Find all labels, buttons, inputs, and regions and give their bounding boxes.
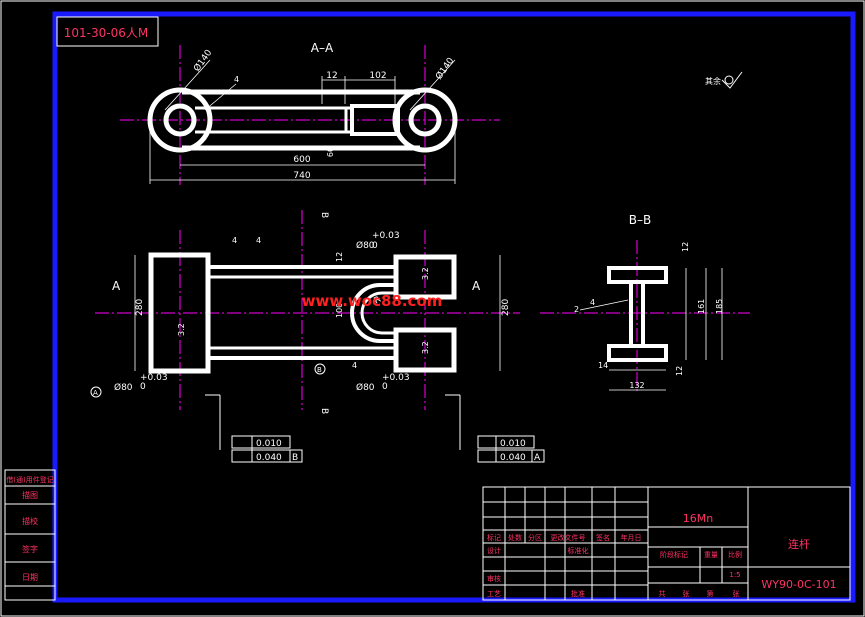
dim-280-left: 280 [135, 299, 145, 316]
dim-d140-left: Ø140 [191, 47, 214, 73]
dim-d80-left: Ø80 [114, 382, 133, 393]
roughness-circle-icon [724, 75, 734, 85]
tol-bot-lower: 0 [382, 382, 388, 392]
row-process: 工艺 [487, 590, 501, 598]
weight-label: 重量 [704, 551, 718, 559]
dim-12b: 12 [675, 366, 684, 376]
sheet-cell: 张 [733, 589, 740, 598]
dim-600: 600 [293, 155, 310, 165]
dim-102: 102 [369, 71, 386, 81]
dim-60: 60 [326, 147, 335, 157]
dim-d140-right: Ø140 [433, 55, 456, 81]
weld-4-top-b: 4 [256, 236, 261, 245]
strip-label: 描图 [22, 490, 38, 500]
sheet-cell: 共 [659, 589, 666, 598]
weld-side-4: 4 [590, 298, 595, 307]
strip-label: 日期 [22, 573, 38, 582]
view-front: 280 280 A A B B +0.03 0 Ø80 12 100 R 3.2… [90, 210, 520, 414]
datum-b-label: B [317, 366, 322, 374]
sheet-cell: 张 [683, 589, 690, 598]
weld-4-bottom: 4 [352, 361, 357, 370]
title-block: 标记 处数 分区 更改文件号 签名 年月日 设计 标准化 审核 工艺 批准 16… [482, 486, 851, 601]
weld-4-top: 4 [232, 236, 237, 245]
roughness-3-2-c: 3.2 [177, 323, 186, 336]
side-strip: 借(通)用件登记 描图 描校 签字 日期 [4, 469, 56, 601]
part-name: 连杆 [788, 537, 810, 551]
section-aa-label: A–A [311, 41, 334, 55]
section-mark-a-right: A [472, 279, 481, 293]
roughness-3-2-b: 3.2 [421, 341, 430, 354]
drawing-frame [52, 11, 856, 603]
tolerance-frame-left: 0.010 0.040 B [205, 394, 303, 463]
dim-d80-top: Ø80 [356, 240, 375, 251]
view-bb: B–B 12 161 185 12 14 132 2 4 [540, 213, 750, 392]
weld-side-2: 2 [574, 305, 579, 314]
tol-value: 0.040 [256, 453, 282, 463]
section-mark-b-bot: B [319, 408, 329, 414]
datum-a-symbol [90, 386, 102, 398]
row-design: 设计 [487, 546, 501, 555]
roughness-note: 其余 [705, 76, 721, 86]
roughness-icon [721, 71, 743, 89]
dim-185: 185 [715, 299, 724, 314]
tol-left-lower: 0 [140, 382, 146, 392]
row-check: 审核 [487, 574, 501, 583]
scale-value: 1:5 [729, 571, 740, 579]
tolerance-frame-right: 0.010 0.040 A [445, 394, 545, 463]
section-mark-b-top: B [319, 212, 329, 218]
dim-161: 161 [697, 299, 706, 314]
tol-lower: 0 [372, 241, 378, 251]
row-approve: 批准 [571, 589, 585, 598]
view-aa: A–A 12 102 600 740 60 Ø140 Ø140 [120, 41, 500, 185]
dim-100: 100 [335, 303, 344, 318]
scale-label: 比例 [728, 550, 742, 559]
strip-label: 描校 [22, 516, 38, 526]
strip-label: 借(通)用件登记 [6, 475, 53, 484]
tol-value: 0.040 [500, 453, 526, 463]
dim-12: 12 [326, 71, 337, 81]
tol-left-upper: +0.03 [140, 373, 168, 383]
code-text: 101-30-06人M [64, 26, 148, 40]
hdr-cell: 处数 [508, 533, 522, 542]
dim-740: 740 [293, 171, 310, 181]
tol-value: 0.010 [500, 439, 526, 449]
dim-12a: 12 [681, 242, 690, 252]
tol-ref: B [292, 453, 298, 463]
hdr-cell: 标记 [487, 533, 501, 542]
tol-upper: +0.03 [372, 231, 400, 241]
roughness-3-2-a: 3.2 [421, 267, 430, 280]
dim-132: 132 [629, 381, 644, 390]
dim-12: 12 [335, 252, 344, 262]
dim-14: 14 [598, 361, 608, 370]
tol-value: 0.010 [256, 439, 282, 449]
tol-ref: A [534, 453, 541, 463]
strip-label: 签字 [22, 544, 38, 554]
code-box [56, 16, 159, 47]
hdr-cell: 年月日 [621, 533, 642, 542]
datum-a-label: A [93, 389, 98, 397]
dim-radius: R [373, 295, 383, 307]
hdr-cell: 更改文件号 [551, 533, 586, 542]
dim-280-right: 280 [501, 299, 511, 316]
sheet-cell: 第 [707, 589, 714, 598]
datum-b-symbol [314, 363, 326, 375]
stage-label: 阶段标记 [660, 550, 688, 559]
section-bb-label: B–B [629, 213, 651, 227]
section-mark-a-left: A [112, 279, 121, 293]
material: 16Mn [683, 512, 713, 525]
watermark: www.woc88.com [302, 292, 443, 310]
weld-4: 4 [234, 75, 239, 84]
hdr-cell: 分区 [528, 533, 542, 542]
tol-bot-upper: +0.03 [382, 373, 410, 383]
dim-d80-bot: Ø80 [356, 382, 375, 393]
hdr-cell: 签名 [596, 533, 610, 542]
drawing-number: WY90-0C-101 [761, 578, 836, 591]
row-standard: 标准化 [568, 546, 589, 555]
